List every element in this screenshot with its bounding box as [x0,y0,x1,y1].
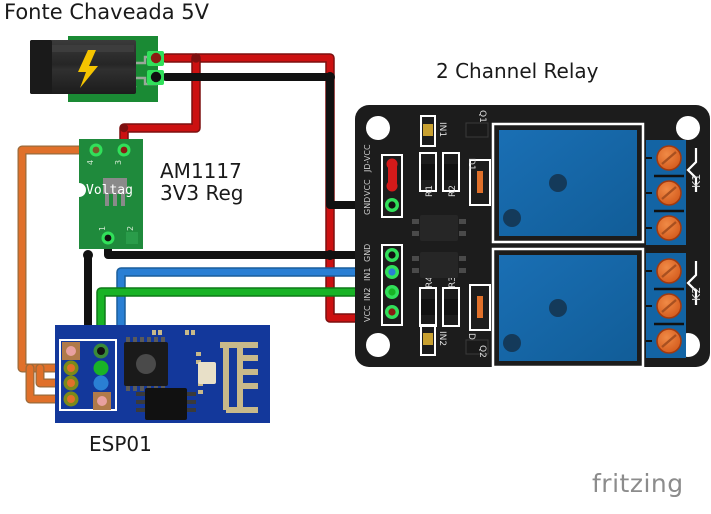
ic-u2 [420,252,458,278]
ic-u1 [420,215,458,241]
resistor-r3: R3 [442,276,460,327]
component-regulator[interactable]: Voltag 4 3 1 2 [72,139,143,249]
svg-text:IN2: IN2 [363,288,372,301]
svg-text:Q2: Q2 [477,345,487,358]
svg-text:2: 2 [126,226,135,231]
silk-k1: K1 [690,174,703,188]
svg-text:4: 4 [86,160,95,165]
silk-k2: K2 [690,287,703,301]
silk-vcc: VCC [363,179,372,196]
diode-d2: D2 [466,284,491,346]
label-regulator-line2: 3V3 Reg [160,181,244,206]
label-power-supply: Fonte Chaveada 5V [4,0,209,24]
svg-text:GND: GND [363,244,372,262]
resistor-r1: R1 [419,152,437,197]
component-esp01[interactable] [55,325,270,423]
regulator-silkscreen: Voltag [86,183,133,198]
mounting-hole [676,116,700,140]
label-regulator-line1: AM1117 [160,159,242,183]
svg-text:R3: R3 [448,276,458,288]
esp-pin-gpio0[interactable] [93,375,109,391]
svg-text:R4: R4 [425,276,435,288]
optocoupler-in1: IN1 [420,115,447,147]
fritzing-logo: fritzing [592,469,684,498]
crystal [198,362,216,384]
silk-in2: IN2 [437,331,447,346]
lightning-bolt-icon [78,50,98,88]
svg-text:Q1: Q1 [477,110,487,123]
regulator-pin-2[interactable] [126,232,138,244]
transistor-q1: Q1 [465,110,489,138]
svg-text:D2: D2 [466,333,476,346]
silk-in1: IN1 [437,122,447,137]
silk-jdvcc: JD-VCC [363,144,372,173]
component-relay-board[interactable]: JD-VCC VCC GND GND IN1 IN2 VCC IN1 IN2 [355,105,710,369]
terminal-block-k1[interactable]: K1 [646,140,703,245]
label-esp01: ESP01 [89,432,152,456]
svg-text:R1: R1 [425,185,435,197]
resistor-r2: R2 [442,152,460,197]
resistor-r4: R4 [419,276,437,327]
svg-text:R2: R2 [448,185,458,197]
svg-text:1: 1 [98,226,107,231]
silk-gnd: GND [363,197,372,215]
svg-text:IN1: IN1 [363,268,372,281]
mounting-hole [366,116,390,140]
relay-power-header[interactable]: JD-VCC VCC GND [363,144,403,218]
svg-text:3: 3 [114,160,123,165]
transistor-q2: Q2 [465,339,489,358]
label-relay-board: 2 Channel Relay [436,59,599,83]
flash-chip [145,388,187,420]
relay-k2 [491,247,645,369]
diode-d1: D1 [466,158,491,206]
pcb-antenna [220,342,258,413]
terminal-block-k2[interactable]: K2 [646,253,703,358]
relay-signal-header[interactable]: GND IN1 IN2 VCC [363,244,403,326]
mounting-hole [366,333,390,357]
component-power-supply[interactable] [30,36,164,102]
esp-pin-gpio2[interactable] [93,360,109,376]
svg-text:D1: D1 [466,158,476,171]
svg-text:VCC: VCC [363,305,372,322]
relay-k1 [491,122,645,244]
